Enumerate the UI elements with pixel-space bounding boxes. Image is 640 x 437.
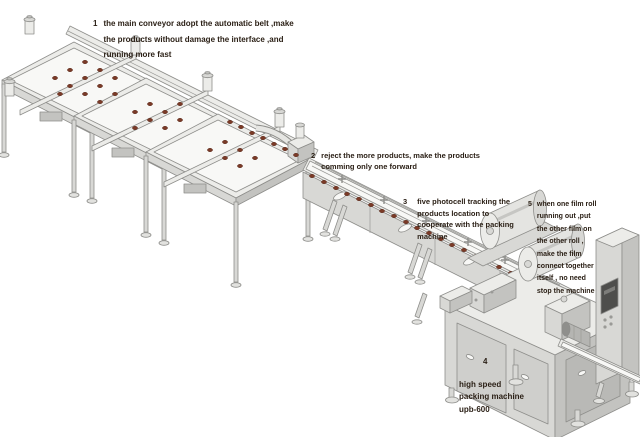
film-rolls xyxy=(467,189,585,282)
wrapper-head xyxy=(439,272,517,314)
control-panel xyxy=(595,227,640,385)
conveyor-legs xyxy=(319,199,433,325)
annotation-number: 4 xyxy=(483,357,488,366)
packing-machine xyxy=(439,189,640,437)
annotation-text: reject the more products, make the produ… xyxy=(321,151,480,171)
motor-cylinders xyxy=(3,15,286,128)
annotation-5: 5 when one film roll running out ,put th… xyxy=(528,199,596,298)
annotation-4: 4 high speed packing machine upb-600 xyxy=(459,356,524,416)
annotation-text: when one film roll running out ,put the … xyxy=(536,201,597,295)
annotation-number: 5 xyxy=(528,201,532,208)
products xyxy=(52,60,525,281)
annotation-text: high speed packing machine upb-600 xyxy=(459,379,524,414)
discharge-conveyor xyxy=(544,292,640,404)
annotation-1: 1 the main conveyor adopt the automatic … xyxy=(93,16,294,63)
machine-feet xyxy=(445,364,639,428)
reject-unit xyxy=(255,122,315,164)
annotation-number: 1 xyxy=(93,19,98,28)
annotation-3: 3 five photocell tracking the products l… xyxy=(403,196,514,242)
annotation-text: five photocell tracking the products loc… xyxy=(417,197,514,241)
photocell-sensors xyxy=(338,175,509,264)
annotation-2: 2 reject the more products, make the pro… xyxy=(311,150,480,172)
main-belt-conveyor xyxy=(0,15,319,288)
annotation-number: 2 xyxy=(311,151,316,160)
annotation-text: the main conveyor adopt the automatic be… xyxy=(103,19,294,59)
annotation-number: 3 xyxy=(403,197,408,206)
